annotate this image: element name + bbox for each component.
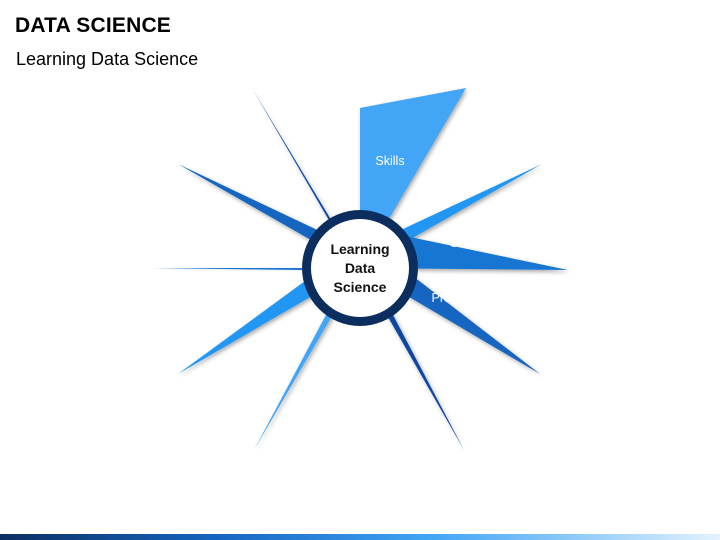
slide-subtitle: Learning Data Science xyxy=(16,49,199,69)
blade-labels-group: SkillsFundamentalsStatisticsProgrammingM… xyxy=(197,154,507,423)
blade-label-11: Toolbox xyxy=(250,181,294,195)
blade-label-4: Programming xyxy=(431,291,506,305)
blade-label-3: Statistics xyxy=(450,236,500,250)
blade-label-2: Fundamentals xyxy=(421,172,500,186)
blade-label-9: Data Ingestion xyxy=(197,291,278,305)
blade-label-10: Data Munging xyxy=(212,237,290,251)
blade-label-7: Visualization xyxy=(284,409,354,423)
slide-title: DATA SCIENCE xyxy=(15,14,172,37)
blade-label-8: Big Data xyxy=(228,361,276,375)
blade-label-1: Skills xyxy=(375,154,404,168)
blade-label-12: ? xyxy=(329,158,337,172)
center-circle xyxy=(311,219,409,317)
footer-bar xyxy=(0,534,720,540)
